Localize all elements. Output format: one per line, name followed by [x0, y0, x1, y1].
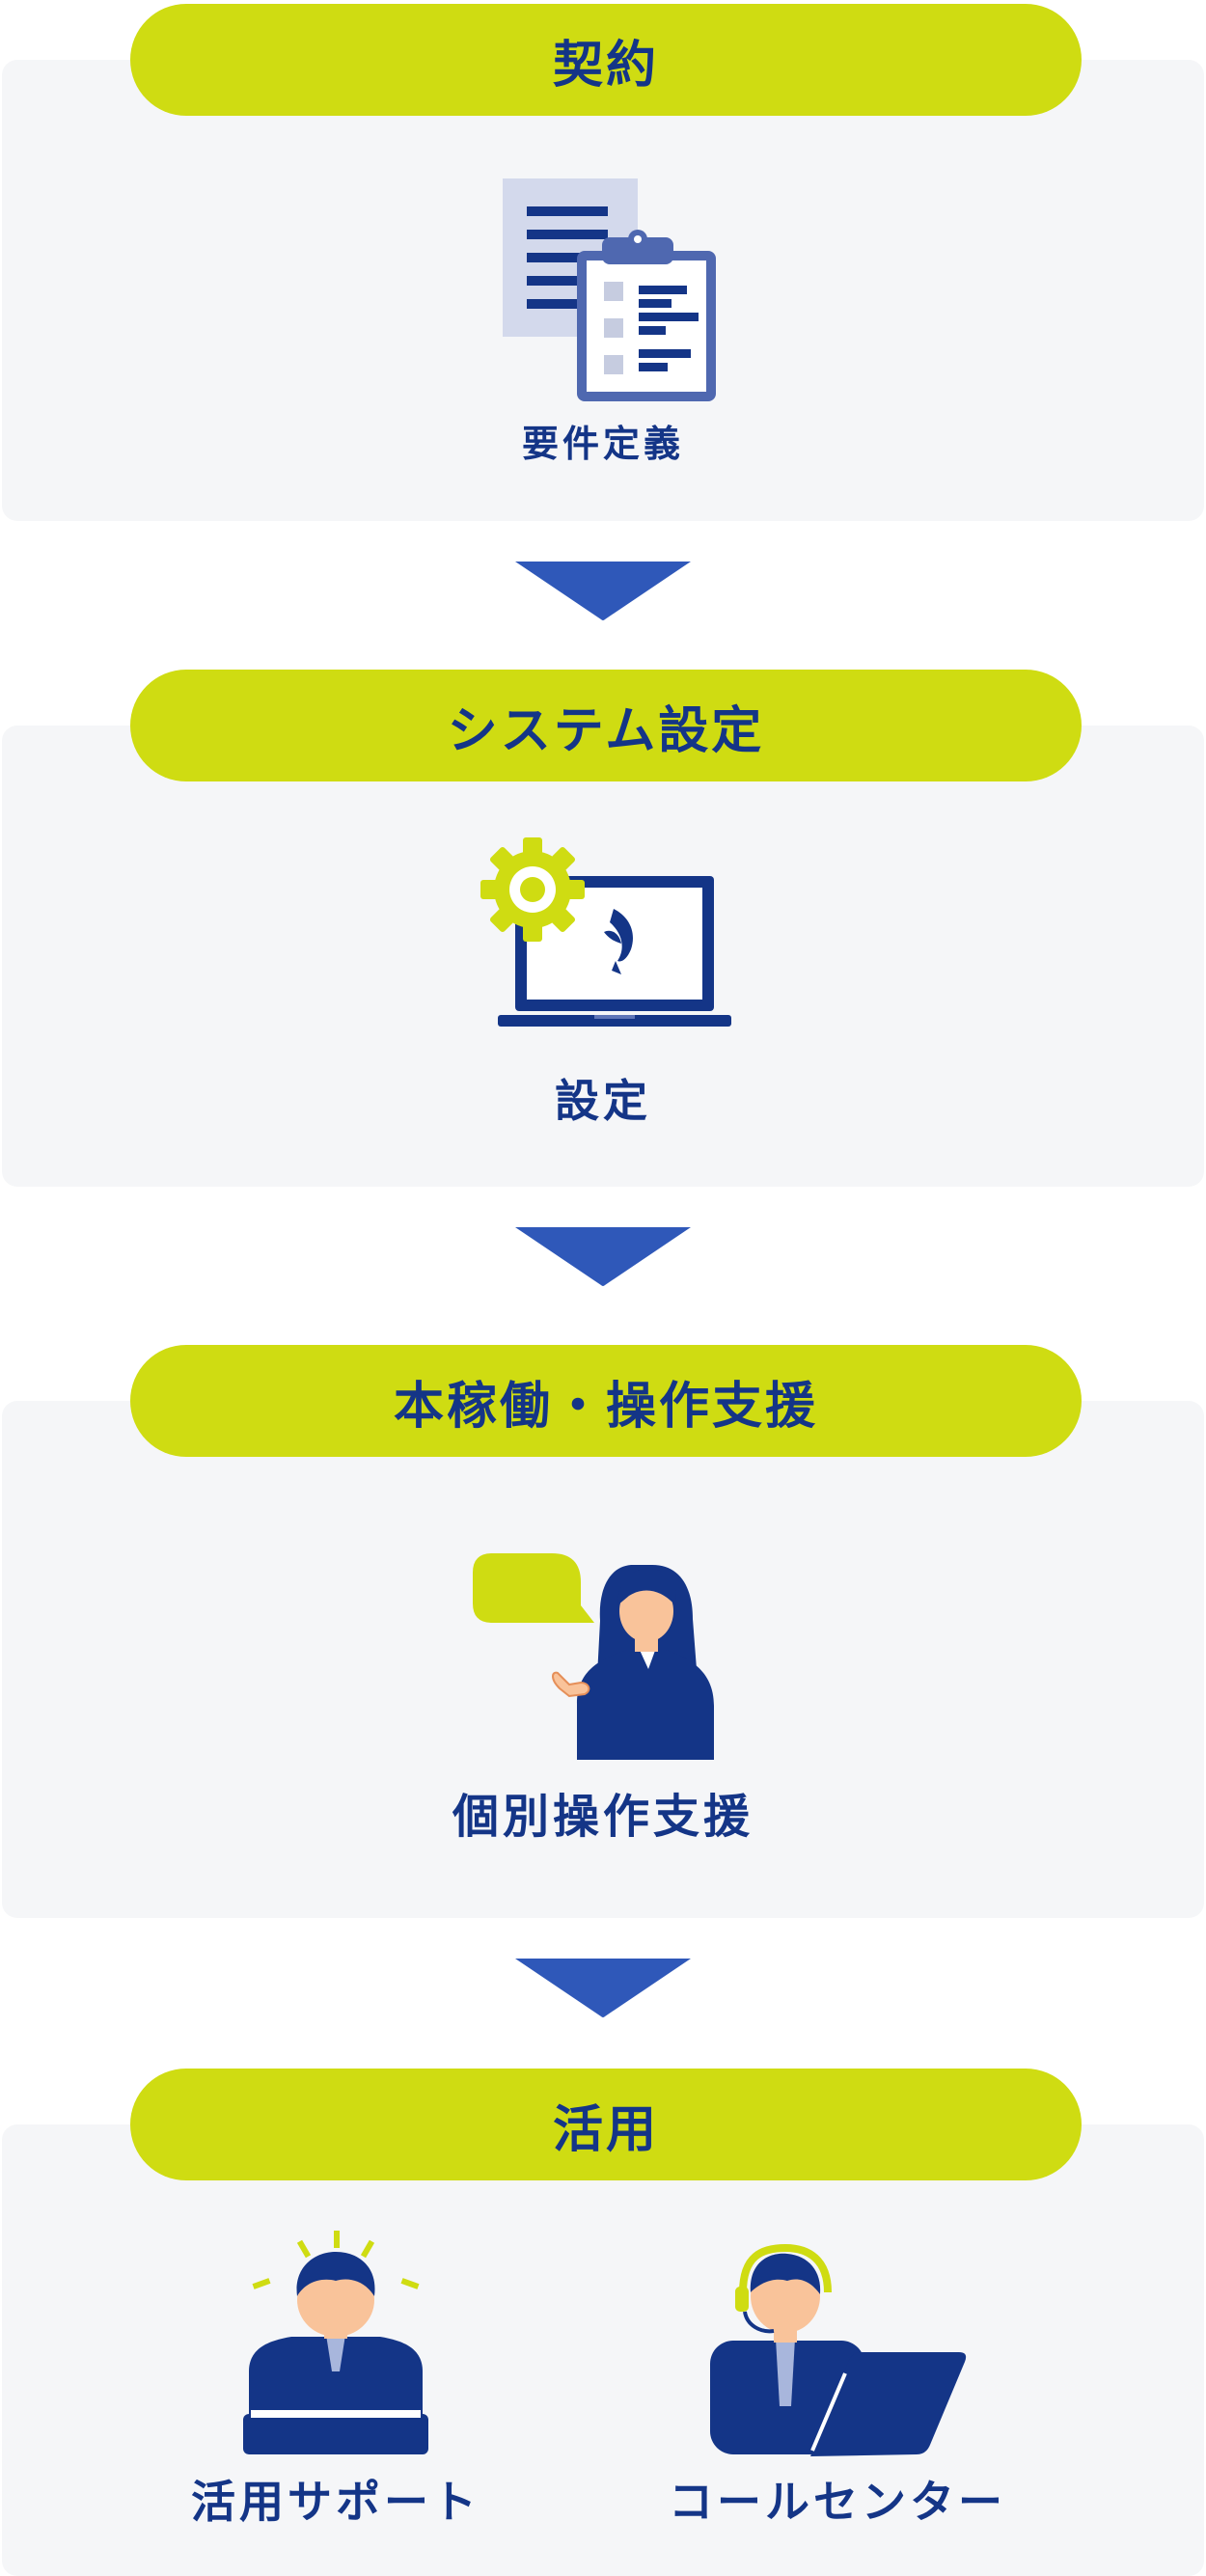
- support-staff-icon: [243, 2231, 428, 2454]
- step-title-contract: 契約: [130, 4, 1082, 116]
- step-title-utilization: 活用: [130, 2069, 1082, 2180]
- step-title-go-live-support: 本稼働・操作支援: [130, 1345, 1082, 1457]
- arrow-down-icon: [515, 1227, 691, 1286]
- step-card-utilization: [2, 2124, 1204, 2576]
- arrow-down-icon: [515, 1959, 691, 2017]
- item-label-call-center: コールセンター: [669, 2476, 1006, 2528]
- requirements-document-icon: [503, 178, 716, 401]
- item-label-individual-support: 個別操作支援: [452, 1790, 754, 1844]
- item-label-settings: 設定: [555, 1075, 651, 1127]
- item-label-requirements: 要件定義: [521, 423, 684, 465]
- support-woman-speech-icon: [473, 1553, 714, 1760]
- item-label-utilization-support: 活用サポート: [191, 2476, 480, 2528]
- laptop-settings-gear-icon: [480, 837, 731, 1027]
- call-center-operator-icon: [710, 2243, 967, 2456]
- arrow-down-icon: [515, 562, 691, 620]
- step-title-system-setup: システム設定: [130, 670, 1082, 781]
